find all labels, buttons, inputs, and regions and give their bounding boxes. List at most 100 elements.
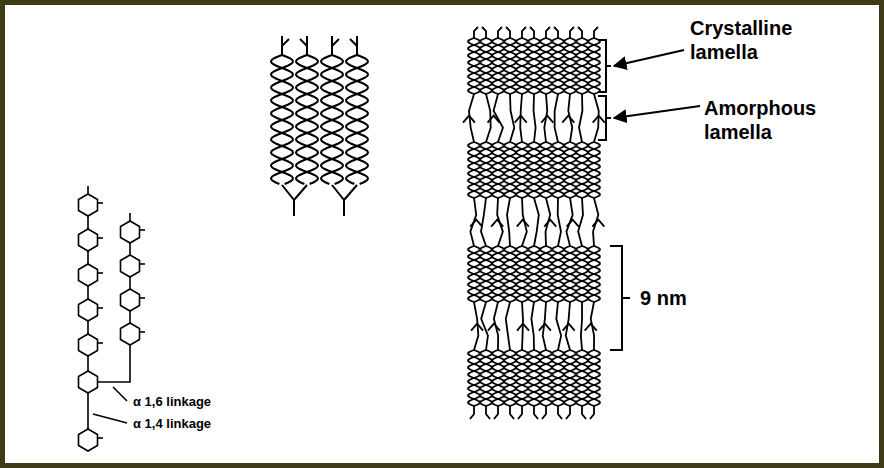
crystalline-helix [552,246,564,302]
bracket [598,40,606,92]
crystalline-helix [468,38,480,94]
crystalline-helix [492,246,504,302]
crystalline-helix [540,142,552,198]
branch-point [593,116,605,123]
crystalline-helix [492,246,504,302]
amorphous-chain [534,94,536,142]
pointer-arrow [614,106,700,118]
helix-tail-branch [300,39,307,46]
ring-side-group [98,307,104,309]
helix-strand [271,55,293,184]
crystalline-helix [528,38,540,94]
ring-side-group [140,229,146,231]
bracket [598,96,606,140]
crystalline-helix [468,38,480,94]
crystalline-helix [504,350,516,406]
crystalline-helix [480,142,492,198]
helix-strand [321,55,343,184]
ring-side-group [140,331,146,333]
crystalline-helix [492,350,504,406]
glycosidic-bond [87,321,89,334]
crystalline-helix [492,38,504,94]
amorphous-chain [510,94,514,142]
ring-side-group [98,342,104,344]
bracket-tick [622,297,630,299]
branch-point [563,324,575,331]
glucose-ring [79,299,98,321]
crystalline-helix [576,350,588,406]
crystalline-helix [468,246,480,302]
helix-leg [282,185,294,216]
crystalline-helix [564,246,576,302]
amylopectin-chains [79,186,146,451]
glucose-ring [79,371,98,393]
helix-tail-branch [332,39,339,46]
crystalline-helix [588,142,600,198]
helix-strand [321,55,343,184]
helix-leg [332,185,344,216]
crystalline-helix [552,142,564,198]
pointer-arrow [614,50,684,66]
crystalline-helix [588,142,600,198]
glucose-ring [79,264,98,286]
glycosidic-bond [87,393,89,429]
glycosidic-bond [87,356,89,371]
crystalline-helix [552,38,564,94]
glucose-ring [121,255,140,277]
crystalline-helix [516,246,528,302]
chain-end [510,406,514,419]
leader-line [93,414,127,423]
amorphous-chain [506,302,510,350]
crystalline-helix [576,350,588,406]
crystalline-helix [504,246,516,302]
crystalline-helix [528,350,540,406]
crystalline-helix [540,38,552,94]
crystalline-helix [564,142,576,198]
branch-point [567,220,579,227]
crystalline-helix [588,38,600,94]
crystalline-helix [588,246,600,302]
crystalline-helix [468,246,480,302]
chain-end [482,27,486,38]
branch-point [592,220,604,227]
glucose-ring [121,323,140,345]
crystalline-helix [564,350,576,406]
amorphous-chain [556,302,561,350]
glucose-ring [79,194,98,216]
crystalline-helix [516,350,528,406]
crystalline-helix [576,142,588,198]
amorphous-chain [486,94,491,142]
crystalline-helix [528,246,540,302]
helix-leg [344,185,357,200]
crystalline-helix [576,246,588,302]
glucose-ring [79,229,98,251]
chain-end [474,27,478,38]
crystalline-helix [480,350,492,406]
crystalline-helix [588,350,600,406]
brackets [598,40,700,350]
crystalline-helix [540,246,552,302]
chain-end [558,406,562,419]
branch-bond [98,345,131,382]
crystalline-helix [576,38,588,94]
crystalline-helix [480,38,492,94]
chain-end [498,27,502,38]
crystalline-helix [492,38,504,94]
crystalline-helix [588,246,600,302]
glycosidic-bond [129,243,131,255]
amorphous-chain [558,198,561,246]
helix-leg [294,185,307,200]
bracket-tick [606,117,611,119]
ring-side-group [98,237,104,239]
ring-side-group [98,437,104,439]
branch-point [488,116,500,123]
chain-end [522,27,526,38]
branch-point [539,324,551,331]
leader-line [113,387,127,401]
crystalline-helix [528,38,540,94]
chain-end [578,27,582,38]
crystalline-helix [540,38,552,94]
glucose-ring [121,289,140,311]
amorphous-chain [581,302,582,350]
crystalline-helix [504,350,516,406]
